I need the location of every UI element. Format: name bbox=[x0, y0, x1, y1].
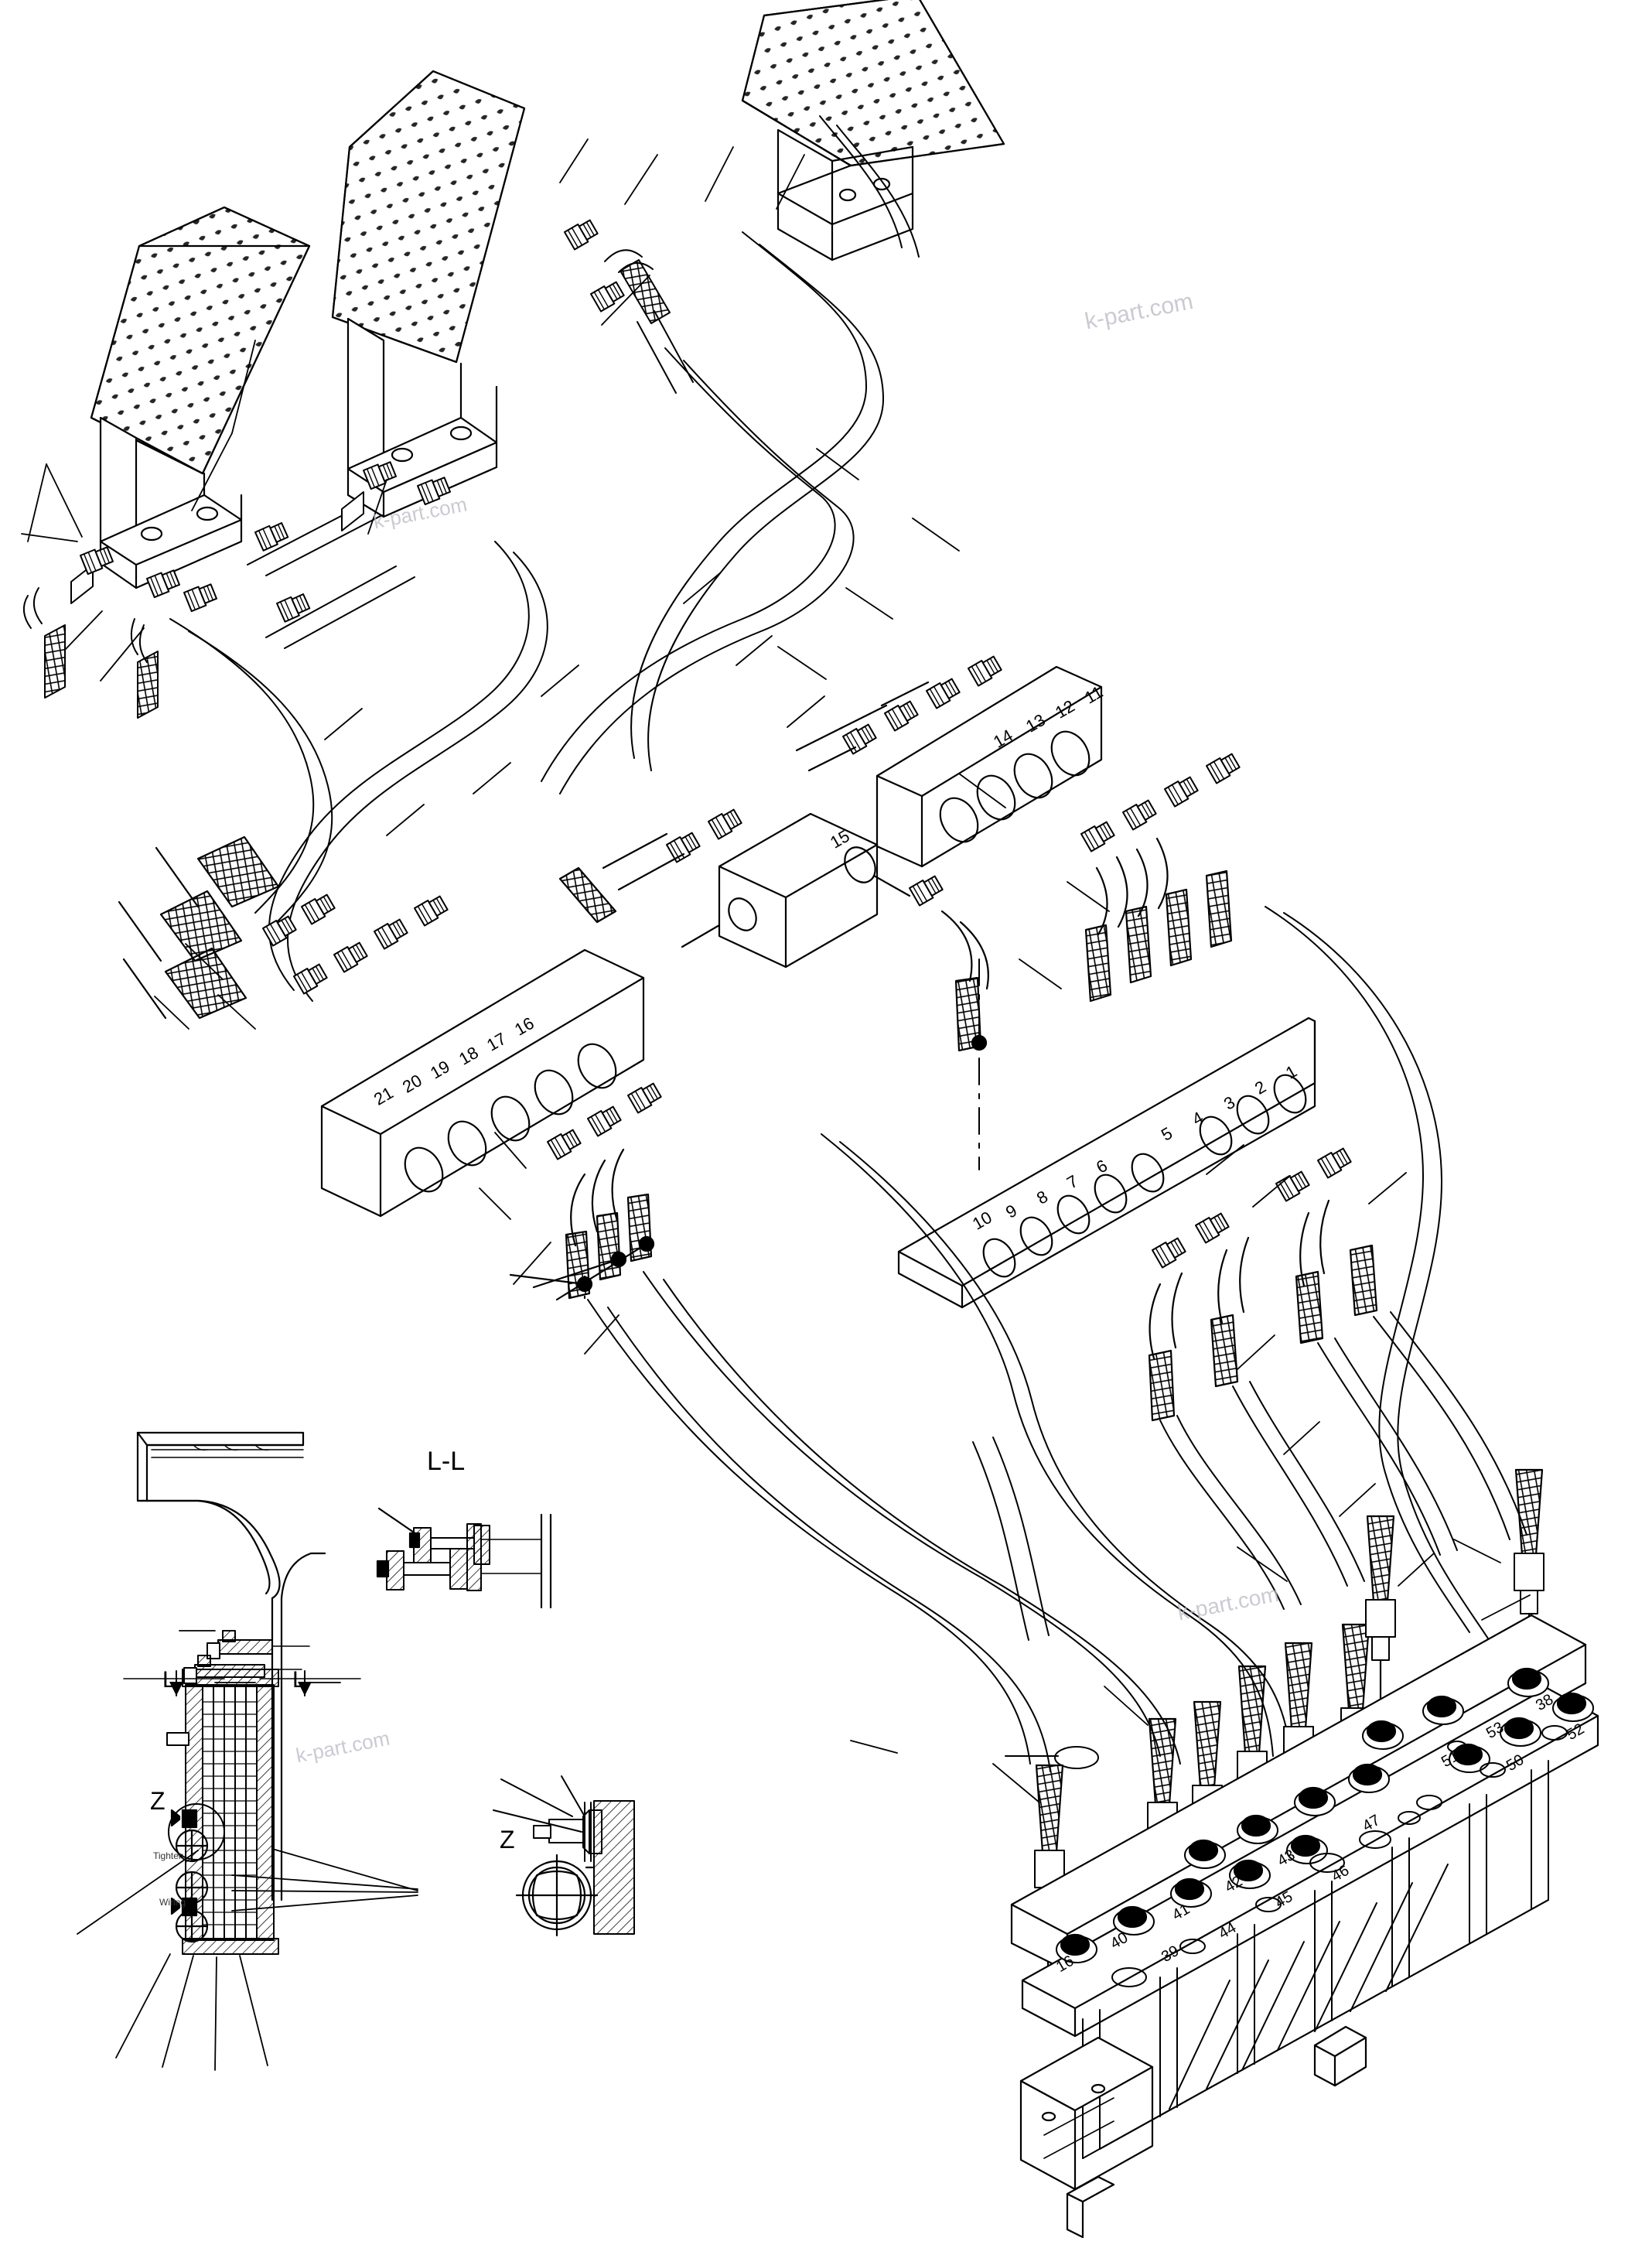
manifold-block-lower-right bbox=[897, 1016, 1378, 1422]
manifold-block-upper-right bbox=[795, 653, 1242, 1003]
pedal-assembly-right bbox=[741, 0, 1005, 261]
manifold-block-center bbox=[558, 806, 989, 1052]
section-ll: L-L bbox=[427, 1447, 466, 1476]
section-arrow-l-right: L bbox=[292, 1667, 305, 1693]
centerline-markers bbox=[509, 958, 988, 1301]
section-arrow-l-left: L bbox=[162, 1667, 176, 1693]
bottom-left-section-view bbox=[77, 1431, 418, 2071]
detail-z-callout: Z bbox=[500, 1826, 515, 1854]
pedal-assembly-left bbox=[90, 206, 311, 589]
note-upper: Tighten bbox=[153, 1850, 184, 1861]
frame-assembly bbox=[1010, 1614, 1599, 2239]
hose-routing-to-frame bbox=[587, 906, 1527, 1772]
manifold-block-left bbox=[118, 835, 664, 1300]
detail-z-view bbox=[493, 1775, 635, 1937]
pedal-assembly-center bbox=[331, 70, 526, 518]
note-lower: Wiring bbox=[159, 1897, 186, 1908]
detail-z-main: Z bbox=[150, 1787, 166, 1815]
section-ll-detail bbox=[376, 1507, 552, 1609]
leader-lines bbox=[21, 138, 1531, 1803]
hose-cluster-top bbox=[22, 217, 694, 719]
